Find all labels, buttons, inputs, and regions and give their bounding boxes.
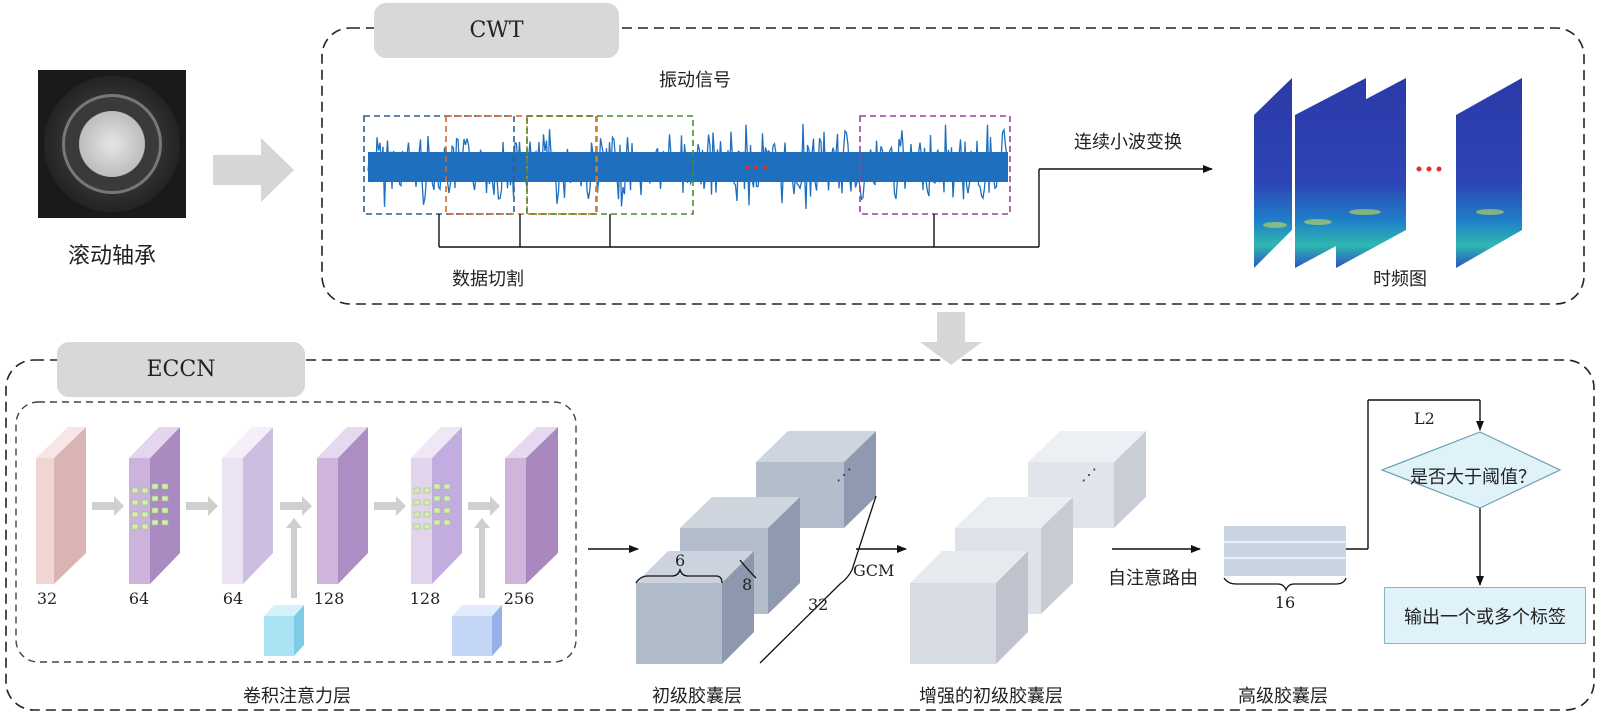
- eccn-frame: [5, 359, 1595, 711]
- primary-capsules: [635, 431, 877, 664]
- enhanced-capsule-label: 增强的初级胶囊层: [919, 686, 1063, 707]
- signal-label: 振动信号: [659, 70, 731, 91]
- gcm-label: GCM: [853, 561, 895, 580]
- segmentation-label: 数据切割: [452, 269, 524, 290]
- window-4: [526, 115, 694, 215]
- cwt-frame: [321, 27, 1585, 305]
- conv-arrows: [92, 496, 500, 598]
- segmentation-connector: [438, 165, 1213, 248]
- bearing-label: 滚动轴承: [67, 244, 157, 269]
- enhanced-capsules: [910, 431, 1146, 664]
- attention-cubes: [264, 605, 502, 656]
- primary-dim-b: 8: [742, 575, 753, 594]
- cwt-tag: CWT: [374, 3, 619, 58]
- bearing-photo: [38, 70, 186, 218]
- channel-label-4: 128: [313, 589, 345, 608]
- conv-attention-frame: [15, 401, 577, 663]
- window-5: [859, 115, 1011, 215]
- l2-label: L2: [1414, 409, 1435, 428]
- output-label: 输出一个或多个标签: [1404, 606, 1566, 628]
- channel-label-3: 64: [222, 589, 244, 608]
- enhanced-ellipsis: ⋰: [1081, 465, 1097, 484]
- vibration-signal: [367, 123, 1008, 210]
- high-capsule: [1223, 526, 1347, 592]
- channel-label-6: 256: [503, 589, 535, 608]
- routing-label: 自注意路由: [1108, 568, 1198, 589]
- signal-ellipsis: [745, 165, 767, 169]
- conv-attention-label: 卷积注意力层: [243, 686, 351, 707]
- primary-ellipsis: ⋰: [836, 465, 852, 484]
- eccn-tag: ECCN: [57, 342, 305, 397]
- decision-diamond: [1380, 431, 1562, 509]
- window-2: [445, 115, 597, 215]
- section-arrow: [920, 312, 982, 365]
- decision-label: 是否大于阈值？: [1410, 467, 1536, 488]
- transform-label: 连续小波变换: [1074, 132, 1182, 153]
- output-box: 输出一个或多个标签: [1384, 587, 1586, 644]
- channel-label-1: 32: [36, 589, 58, 608]
- high-capsule-label: 高级胶囊层: [1238, 686, 1328, 707]
- decision-connector: [1346, 399, 1484, 586]
- primary-capsule-label: 初级胶囊层: [652, 686, 742, 707]
- channel-label-5: 128: [409, 589, 441, 608]
- conv-layers: [36, 427, 558, 584]
- tf-image-label: 时频图: [1373, 269, 1427, 290]
- tf-images: [1254, 78, 1522, 268]
- high-dim: 16: [1274, 593, 1296, 612]
- primary-dim-a: 6: [675, 551, 686, 570]
- channel-label-2: 64: [128, 589, 150, 608]
- tf-ellipsis: [1416, 166, 1442, 172]
- primary-dim-c: 32: [808, 595, 829, 614]
- input-arrow: [213, 138, 294, 202]
